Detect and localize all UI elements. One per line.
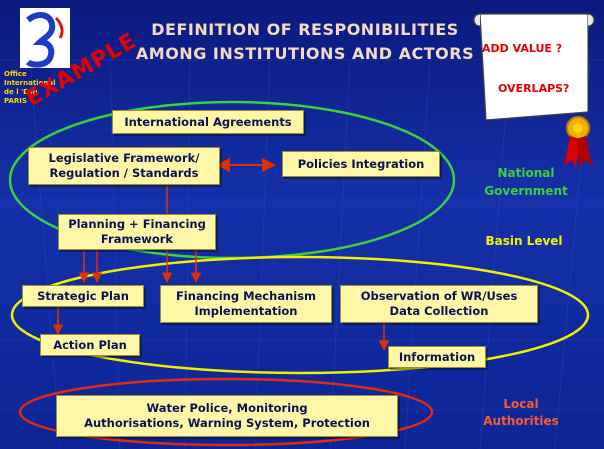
- slide-title-line2: AMONG INSTITUTIONS AND ACTORS: [135, 44, 475, 63]
- box-legislative-framework: Legislative Framework/ Regulation / Stan…: [28, 147, 220, 185]
- box-label: Planning + Financing: [68, 217, 206, 231]
- local-ellipse: [18, 377, 434, 447]
- box-label: Strategic Plan: [37, 288, 129, 303]
- question-note: ADD VALUE ? OVERLAPS?: [468, 0, 596, 168]
- oieau-logo: [20, 8, 70, 68]
- basin-ellipse: [10, 255, 590, 375]
- box-label: Regulation / Standards: [49, 166, 199, 180]
- local-authorities-label: Local Authorities: [483, 397, 559, 428]
- box-international-agreements: International Agreements: [112, 110, 304, 134]
- box-water-police: Water Police, Monitoring Authorisations,…: [56, 395, 398, 437]
- box-label: Data Collection: [389, 304, 489, 318]
- national-government-label: National Government: [470, 164, 582, 200]
- box-label: International Agreements: [124, 114, 292, 129]
- scroll-graphic: [473, 13, 595, 168]
- logo-line: PARIS: [4, 97, 27, 105]
- box-label: Water Police, Monitoring: [146, 401, 308, 415]
- logo-text: Office International de l 'Eau PARIS: [4, 70, 74, 106]
- box-label: Authorisations, Warning System, Protecti…: [84, 416, 370, 430]
- box-observation-data-collection: Observation of WR/Uses Data Collection: [340, 285, 538, 323]
- level-label: National Government: [484, 166, 568, 198]
- logo-line: de l 'Eau: [4, 88, 38, 96]
- box-label: Financing Mechanism: [175, 289, 317, 303]
- box-label: Observation of WR/Uses: [360, 289, 518, 303]
- box-strategic-plan: Strategic Plan: [22, 285, 144, 307]
- slide-title-line1: DEFINITION OF RESPONIBILITIES: [151, 20, 459, 39]
- overlaps-question: OVERLAPS?: [498, 82, 570, 95]
- box-label: Policies Integration: [297, 156, 425, 171]
- logo-line: Office: [4, 70, 27, 78]
- box-information: Information: [388, 346, 486, 368]
- box-label: Implementation: [194, 304, 298, 318]
- add-value-question: ADD VALUE ?: [482, 42, 563, 55]
- logo-line: International: [4, 79, 56, 87]
- basin-level-label: Basin Level: [485, 234, 563, 248]
- box-planning-financing: Planning + Financing Framework: [58, 214, 216, 250]
- box-policies-integration: Policies Integration: [282, 151, 440, 177]
- box-label: Framework: [100, 232, 174, 246]
- box-financing-mechanism: Financing Mechanism Implementation: [160, 285, 332, 323]
- box-action-plan: Action Plan: [40, 334, 140, 356]
- box-label: Information: [398, 349, 476, 364]
- box-label: Action Plan: [53, 337, 127, 352]
- box-label: Legislative Framework/: [48, 151, 200, 165]
